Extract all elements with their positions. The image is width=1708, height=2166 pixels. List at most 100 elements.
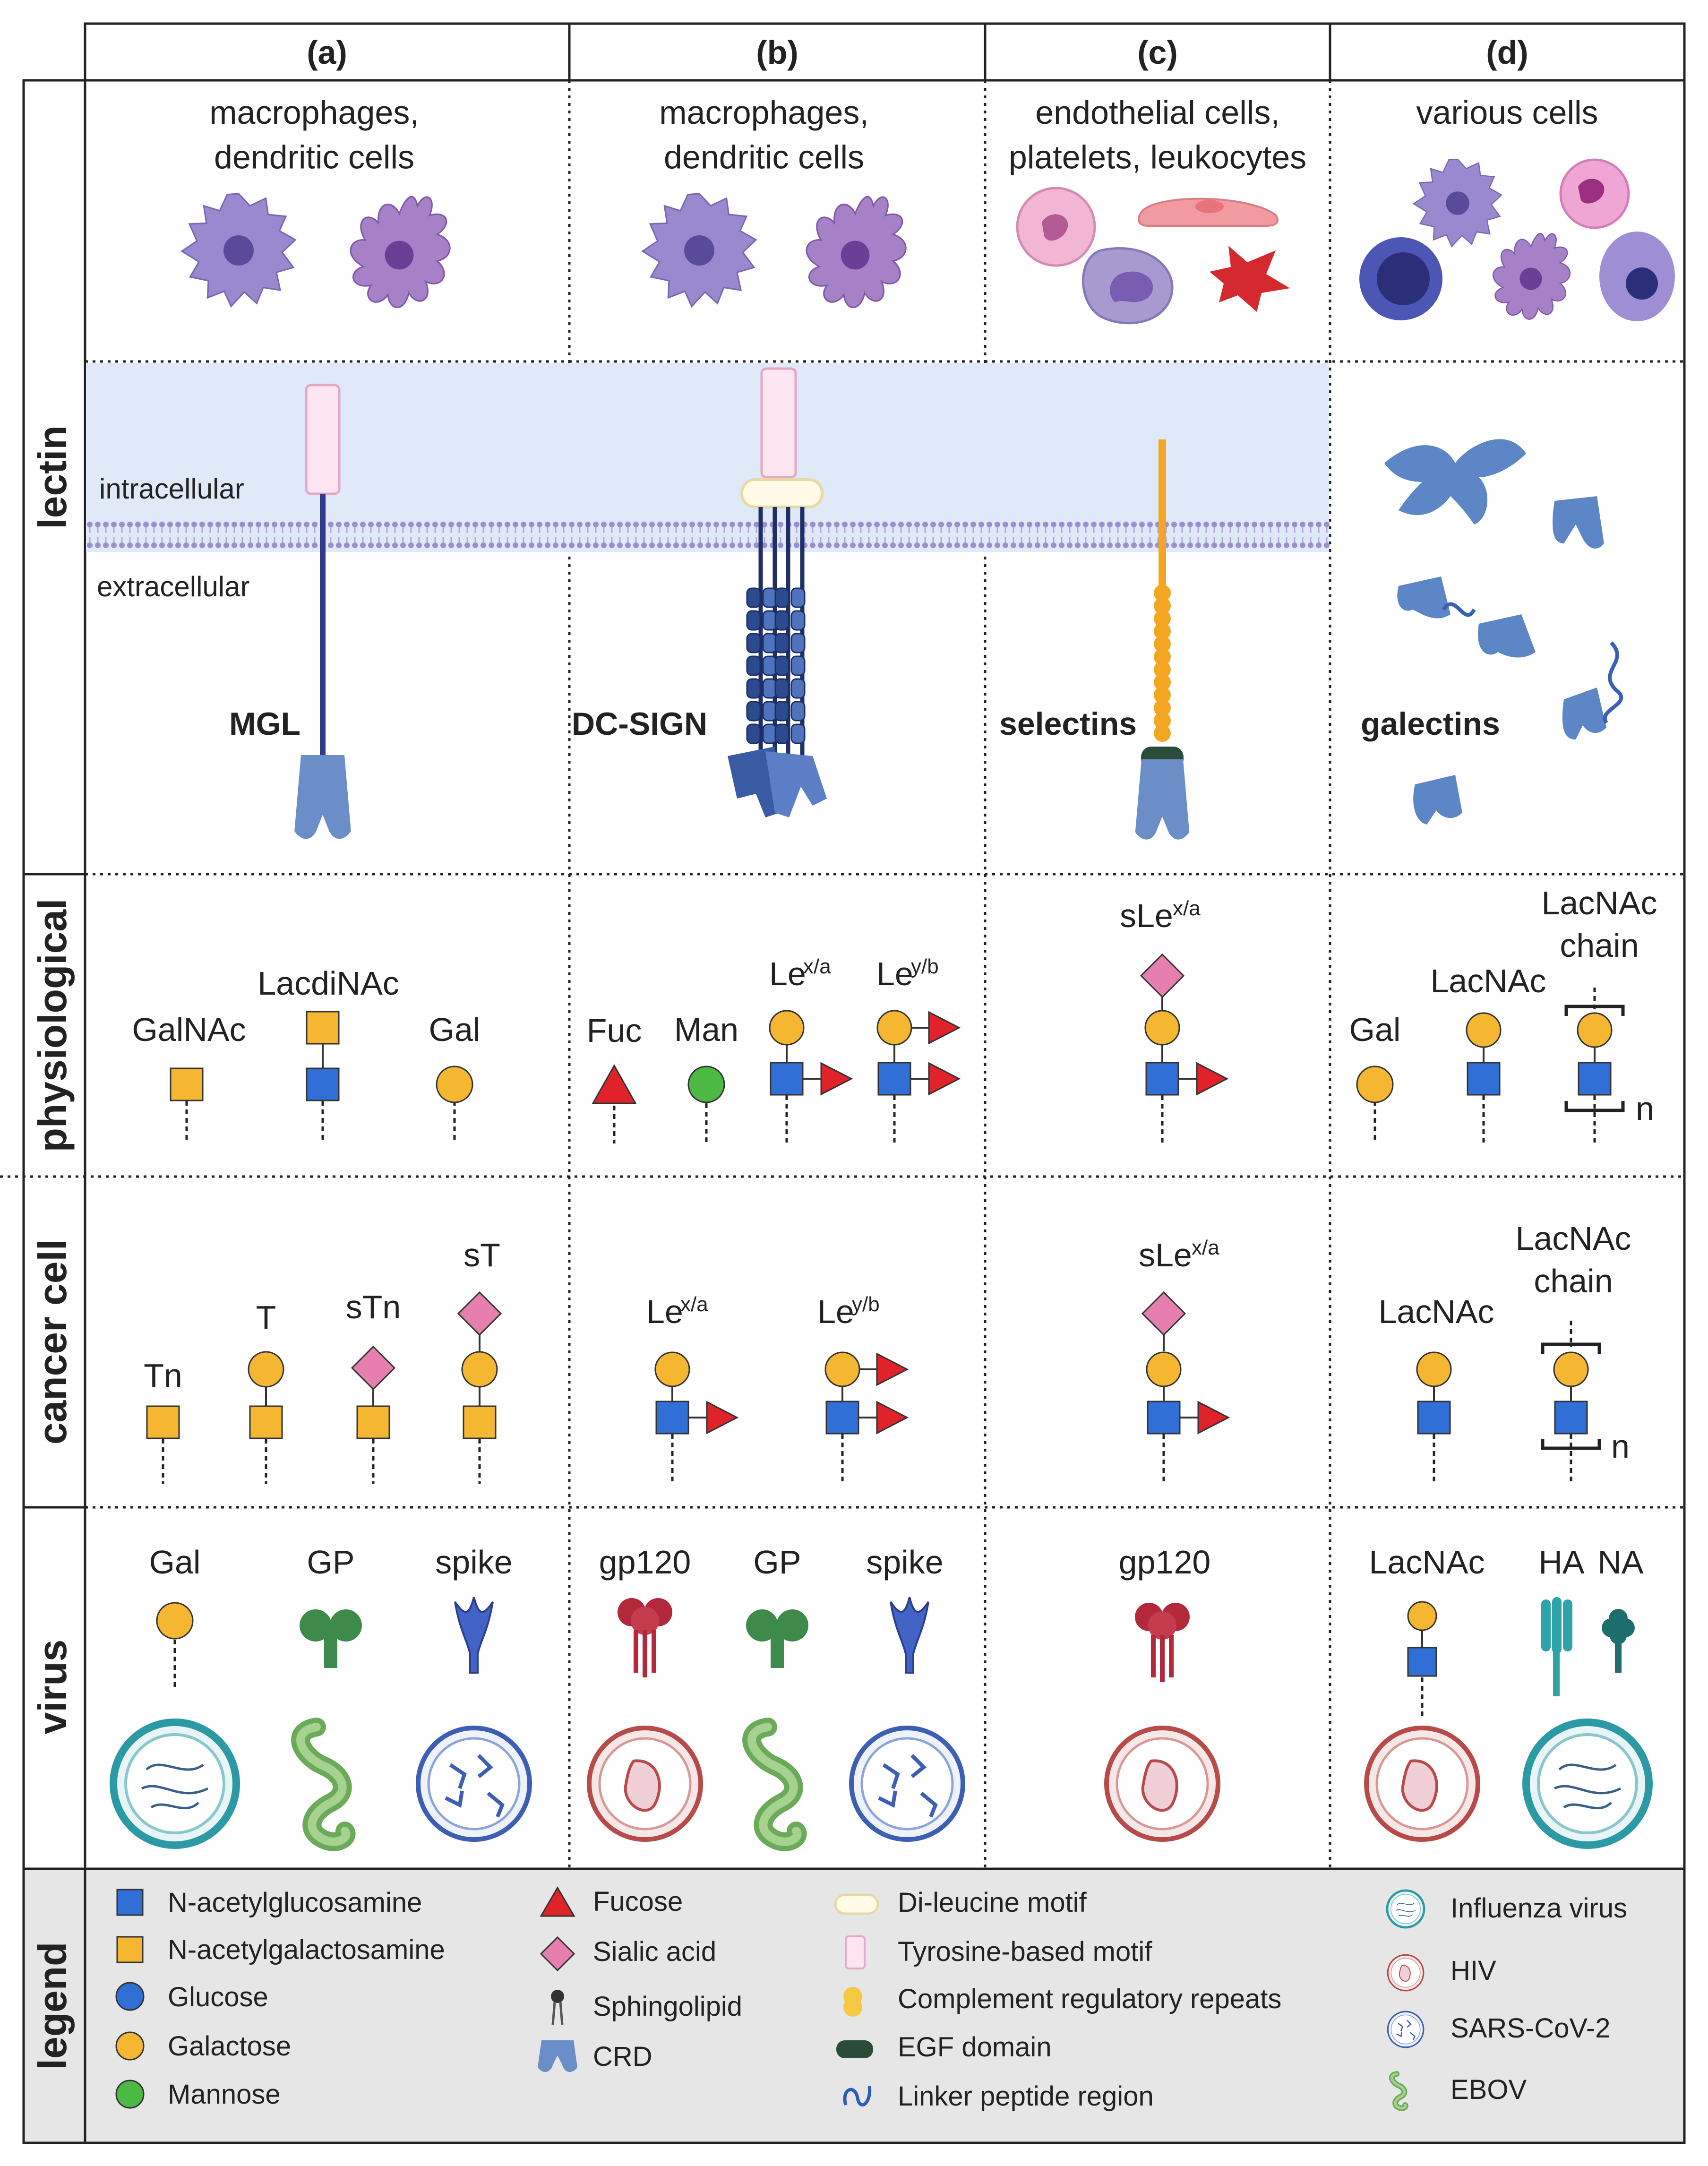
glcnac-legend-icon bbox=[116, 1889, 144, 1916]
basophil-icon bbox=[1599, 232, 1675, 321]
sars-cov-2-legend-icon bbox=[1387, 2011, 1425, 2048]
lacnac-glycan bbox=[1407, 1601, 1437, 1720]
glycan-label: LacNAc bbox=[1541, 885, 1657, 921]
linker-legend-icon bbox=[843, 2086, 872, 2106]
glycan-label: Le bbox=[817, 1293, 854, 1330]
virus-ligand-label: GP bbox=[753, 1544, 801, 1581]
column-header-a: (a) bbox=[307, 34, 347, 71]
glycan-superscript: y/b bbox=[852, 1293, 880, 1316]
lymphocyte-icon bbox=[1359, 237, 1442, 320]
legend-col-2 bbox=[538, 1886, 577, 2072]
ebov-icon bbox=[752, 1727, 798, 1842]
glycan-label: sTn bbox=[346, 1289, 401, 1325]
gp120-protein-icon bbox=[618, 1598, 672, 1677]
hiv-icon bbox=[1107, 1728, 1218, 1839]
glycan-label: chain bbox=[1534, 1263, 1613, 1299]
dendritic-cell-icon bbox=[1492, 232, 1571, 320]
crd-legend-icon bbox=[538, 2040, 577, 2072]
row-label-physiological: physiological bbox=[30, 899, 75, 1152]
glycan-label: Tn bbox=[144, 1357, 182, 1394]
glycan-group bbox=[1140, 953, 1229, 1143]
glycan-group bbox=[1356, 988, 1625, 1143]
glycan-label: Gal bbox=[1349, 1011, 1401, 1048]
galnac-legend-icon bbox=[116, 1936, 144, 1963]
glycan-label: chain bbox=[1560, 927, 1639, 964]
glycan-group bbox=[1141, 1291, 1230, 1484]
glycan-superscript: y/b bbox=[911, 955, 939, 978]
endothelial-cell-icon bbox=[1138, 198, 1279, 227]
row-label-legend: legend bbox=[30, 1942, 75, 2070]
legend-label: Glucose bbox=[168, 1982, 268, 2012]
legend-label: Influenza virus bbox=[1451, 1893, 1627, 1924]
influenza-virus-icon bbox=[113, 1722, 236, 1845]
glycan-label: sLe bbox=[1139, 1237, 1192, 1273]
legend-label: Sphingolipid bbox=[593, 1991, 742, 2022]
dc-sign-label: DC-SIGN bbox=[572, 706, 707, 742]
intracellular-label: intracellular bbox=[99, 473, 244, 505]
mgl-label: MGL bbox=[229, 706, 300, 742]
legend-label: Linker peptide region bbox=[898, 2081, 1154, 2112]
virus-ligand-label: spike bbox=[866, 1544, 943, 1581]
glycan-label: LacNAc bbox=[1515, 1220, 1631, 1257]
di-leucine-legend-icon bbox=[834, 1893, 879, 1915]
intracellular-region bbox=[86, 363, 1329, 552]
legend-label: Mannose bbox=[168, 2079, 281, 2110]
legend-col-3 bbox=[834, 1893, 879, 2106]
legend-label: Sialic acid bbox=[593, 1936, 716, 1967]
virus-ligand-label: Gal bbox=[149, 1544, 201, 1581]
glycan-label: Gal bbox=[429, 1011, 481, 1048]
hiv-icon bbox=[1366, 1728, 1478, 1839]
mannose-legend-icon bbox=[115, 2080, 145, 2109]
glycan-group bbox=[654, 1351, 909, 1484]
glycan-label: GalNAc bbox=[132, 1011, 246, 1048]
selectin-receptor bbox=[1135, 439, 1190, 840]
gp-protein-icon bbox=[300, 1609, 362, 1668]
sialic-acid-legend-icon bbox=[540, 1936, 575, 1972]
leukocyte-icon bbox=[1082, 247, 1174, 325]
cells-c-label: endothelial cells,platelets, leukocytes bbox=[1009, 94, 1306, 176]
hiv-legend-icon bbox=[1387, 1954, 1425, 1992]
na-protein-icon bbox=[1602, 1609, 1635, 1673]
row-label-cancer: cancer cell bbox=[30, 1239, 75, 1444]
sars-cov-2-icon bbox=[418, 1728, 530, 1839]
glycan-group bbox=[146, 1291, 502, 1484]
glycan-superscript: x/a bbox=[1173, 897, 1201, 920]
sars-cov-2-icon bbox=[851, 1728, 963, 1839]
sphingolipid-legend-icon bbox=[551, 1990, 564, 2025]
virus-ligand-label: LacNAc bbox=[1369, 1544, 1485, 1581]
dendritic-cell-icon bbox=[350, 196, 451, 309]
galectins-label: galectins bbox=[1361, 706, 1500, 742]
spike-protein-icon bbox=[454, 1596, 494, 1674]
glycan-label: LacdiNAc bbox=[257, 965, 399, 1002]
column-header-c: (c) bbox=[1137, 34, 1178, 71]
ebov-icon bbox=[300, 1727, 346, 1842]
cells-d-label: various cells bbox=[1416, 94, 1598, 131]
dc-sign-receptor bbox=[728, 367, 827, 817]
row-label-lectin: lectin bbox=[30, 425, 75, 529]
legend-label: N-acetylgalactosamine bbox=[168, 1934, 445, 1965]
glucose-legend-icon bbox=[115, 1982, 145, 2011]
legend-label: Fucose bbox=[593, 1886, 683, 1917]
leukocyte-icon bbox=[1016, 187, 1096, 267]
platelet-icon bbox=[1210, 246, 1290, 312]
row-label-virus: virus bbox=[30, 1640, 75, 1735]
galactose-glycan bbox=[156, 1602, 194, 1689]
repeat-n-label: n bbox=[1611, 1428, 1630, 1465]
extracellular-label: extracellular bbox=[97, 571, 249, 602]
cells-b-label: macrophages,dendritic cells bbox=[659, 94, 869, 176]
influenza-virus-icon bbox=[1526, 1722, 1649, 1845]
legend-label: Galactose bbox=[168, 2031, 291, 2062]
neutrophil-icon bbox=[1559, 158, 1630, 229]
dendritic-cell-icon bbox=[806, 196, 907, 309]
glycan-label: Fuc bbox=[587, 1012, 642, 1049]
macrophage-icon bbox=[642, 193, 757, 308]
glycan-label: sT bbox=[463, 1237, 500, 1273]
glycan-label: Le bbox=[646, 1293, 683, 1330]
column-header-b: (b) bbox=[756, 34, 798, 71]
glycan-group bbox=[170, 1011, 473, 1143]
virus-ligand-label: gp120 bbox=[599, 1544, 691, 1581]
cells-a-label: macrophages,dendritic cells bbox=[209, 94, 419, 176]
selectins-label: selectins bbox=[999, 706, 1137, 742]
virus-ligand-label: spike bbox=[435, 1544, 512, 1581]
